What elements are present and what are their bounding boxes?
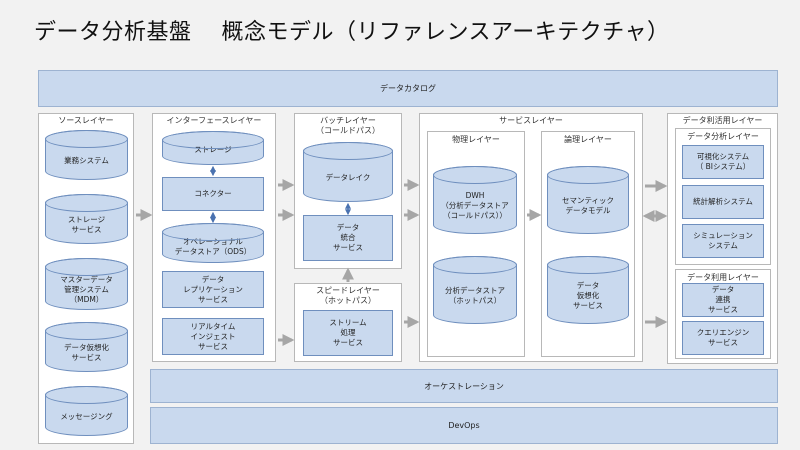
data-virtualization-source: データ仮想化 サービス [45,322,128,372]
data-virtualization-service: データ 仮想化 サービス [547,256,629,324]
statistics-system: 統計解析システム [682,185,764,219]
query-engine-service: クエリエンジン サービス [682,321,764,355]
interface-storage: ストレージ [162,131,264,165]
simulation-system: シミュレーション システム [682,224,764,258]
page-title: データ分析基盤 概念モデル（リファレンスアーキテクチャ） [34,20,670,45]
connector: コネクター [162,177,264,211]
data-linkage-service: データ 連携 サービス [682,283,764,317]
batch-layer-title: バッチレイヤー （コールドパス） [316,116,380,135]
messaging: メッセージング [45,386,128,436]
source-layer-title: ソースレイヤー [58,116,114,125]
data-integration-service: データ 統合 サービス [303,215,393,261]
mdm-system: マスターデータ 管理システム （MDM） [45,258,128,310]
data-catalog-bar: データカタログ [38,70,778,107]
business-system: 業務システム [45,130,128,180]
realtime-ingest-service: リアルタイム インジェスト サービス [162,318,264,355]
data-lake: データレイク [303,142,393,202]
physical-layer-title: 物理レイヤー [452,135,500,144]
data-use-layer-title: データ利用レイヤー [687,273,759,282]
semantic-data-model: セマンティック データモデル [547,166,629,234]
hot-path-store: 分析データストア （ホットパス） [433,256,517,324]
devops-bar: DevOps [150,407,778,444]
interface-layer-title: インターフェースレイヤー [166,116,262,125]
bi-system: 可視化システム （ BIシステム） [682,145,764,179]
storage-service-source: ストレージ サービス [45,194,128,244]
service-layer-title: サービスレイヤー [499,116,563,125]
data-analysis-layer-title: データ分析レイヤー [687,132,759,141]
dwh: DWH （分析データストア （コールドパス）） [433,166,517,234]
replication-service: データ レプリケーション サービス [162,271,264,308]
ods: オペレーショナル データストア（ODS） [162,223,264,263]
speed-layer-title: スピードレイヤー （ホットパス） [316,286,380,305]
stream-processing-service: ストリーム 処理 サービス [303,310,393,356]
orchestration-bar: オーケストレーション [150,369,778,403]
logical-layer-title: 論理レイヤー [564,135,612,144]
data-usage-layer-title: データ利活用レイヤー [682,116,763,125]
